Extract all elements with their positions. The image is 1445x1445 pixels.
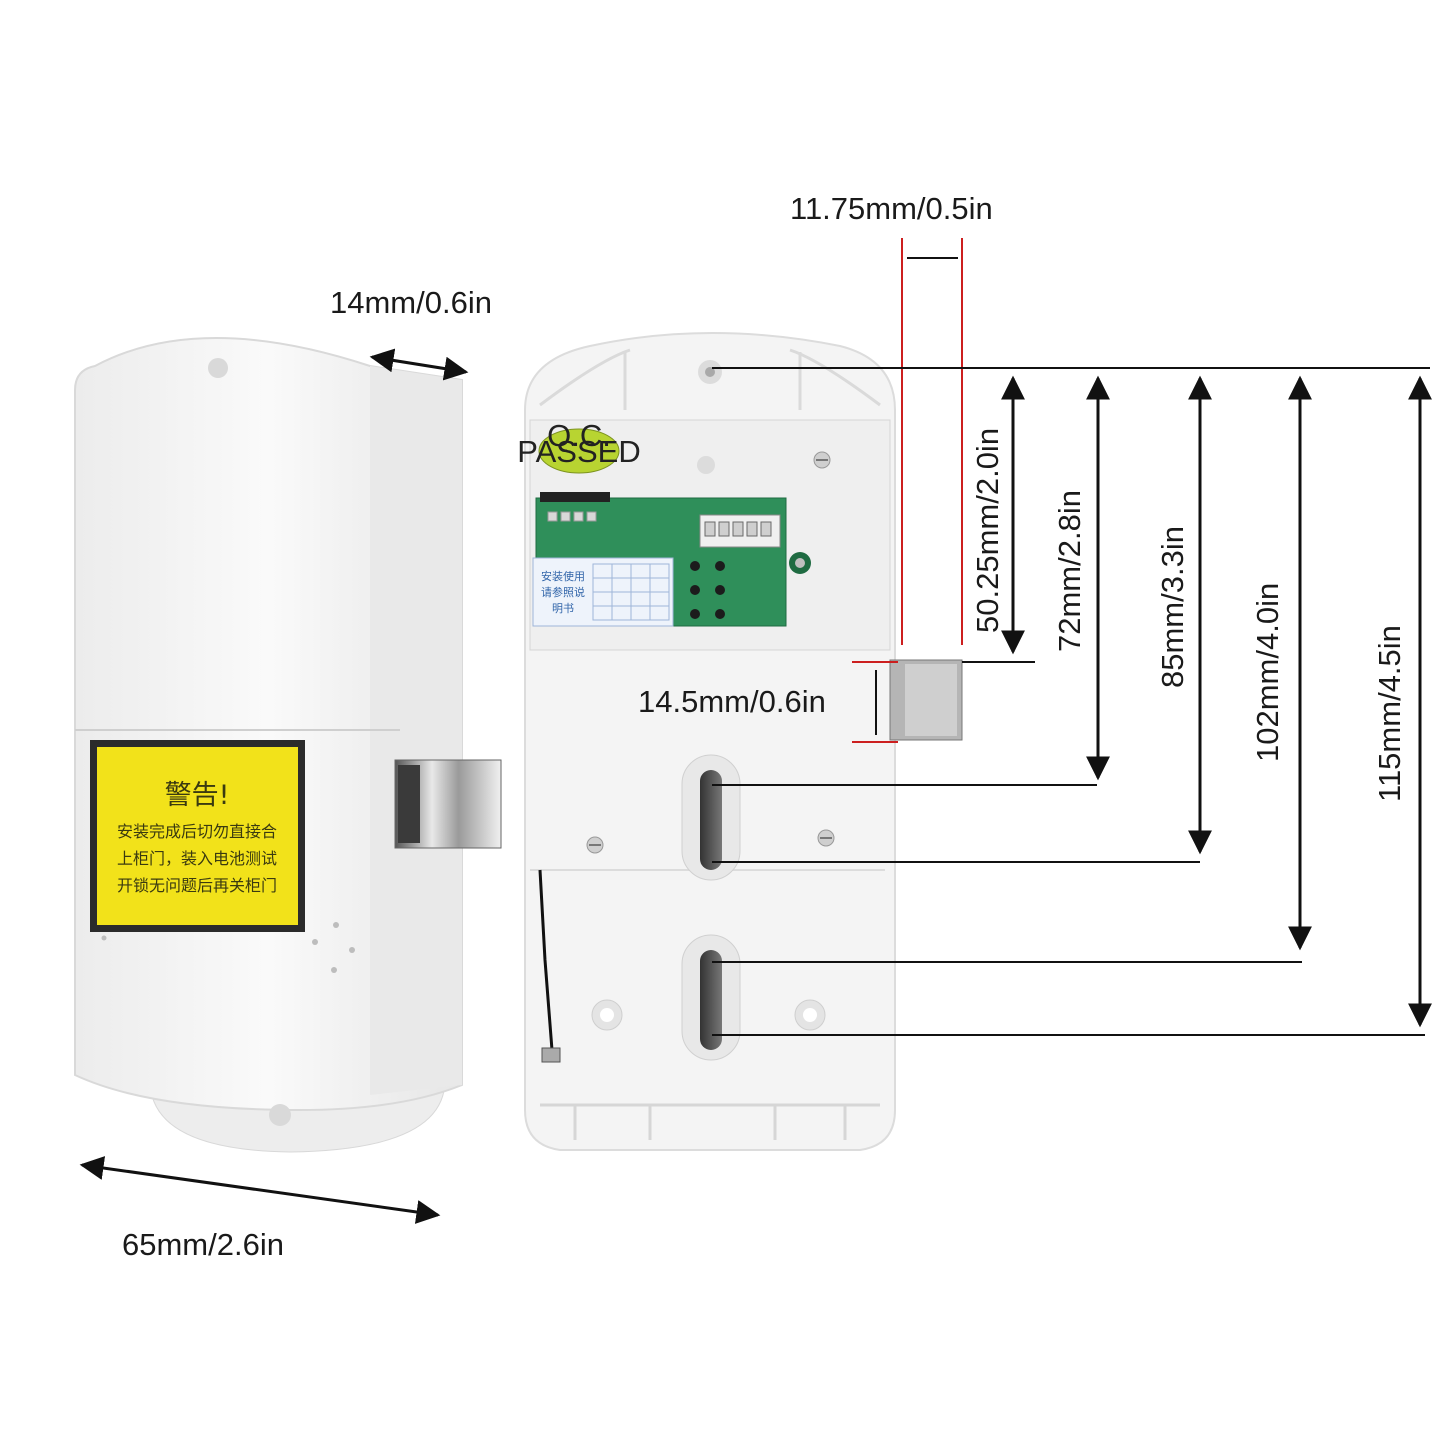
sticker-line-2: 请参照说: [541, 585, 585, 599]
label-h5: 115mm/4.5in: [1372, 625, 1407, 802]
dimension-guides: [79, 238, 1432, 1224]
label-h1: 50.25mm/2.0in: [970, 428, 1005, 633]
wire-connector: [541, 1047, 561, 1063]
back-lock-unit: Q.C. PASSED: [517, 332, 963, 1151]
screw-icon: [817, 829, 835, 847]
screw-icon: [813, 451, 831, 469]
label-bolt-height: 14.5mm/0.6in: [638, 684, 826, 719]
instruction-sticker: 安装使用 请参照说 明书: [532, 557, 674, 627]
sticker-line-1: 安装使用: [541, 569, 585, 583]
front-lock-bolt: [394, 759, 502, 849]
label-width: 65mm/2.6in: [122, 1227, 284, 1262]
qc-line-2: PASSED: [517, 434, 640, 469]
front-lock-unit: 警告! 安装完成后切勿直接合 上柜门，装入电池测试 开锁无问题后再关柜门: [74, 337, 502, 1153]
label-depth: 14mm/0.6in: [330, 285, 492, 320]
qc-passed-sticker: Q.C. PASSED: [517, 418, 641, 474]
panel-hole: [697, 456, 715, 474]
warning-line-1: 安装完成后切勿直接合: [117, 822, 277, 841]
label-h3: 85mm/3.3in: [1155, 526, 1190, 688]
back-hole-right-center: [803, 1008, 817, 1022]
back-top-hole-center: [705, 367, 715, 377]
label-h2: 72mm/2.8in: [1052, 490, 1087, 652]
dimension-labels: 14mm/0.6in 65mm/2.6in 11.75mm/0.5in 14.5…: [122, 191, 1407, 1262]
wire: [538, 869, 554, 1051]
front-bottom-hole: [269, 1104, 291, 1126]
mounting-slot-upper: [681, 754, 741, 881]
mounting-slot-lower: [681, 934, 741, 1061]
warning-line-2: 上柜门，装入电池测试: [117, 849, 277, 868]
front-top-hole: [208, 358, 228, 378]
front-side-face: [370, 366, 462, 1095]
speaker-holes: [101, 922, 355, 973]
label-h4: 102mm/4.0in: [1250, 583, 1285, 762]
qc-line-1: Q.C.: [547, 418, 611, 453]
label-bolt-width: 11.75mm/0.5in: [790, 191, 993, 226]
warning-line-3: 开锁无问题后再关柜门: [117, 876, 277, 895]
back-lock-bolt: [889, 659, 963, 741]
back-hole-left-center: [600, 1008, 614, 1022]
arrow-icon: [79, 1156, 441, 1224]
sticker-line-3: 明书: [552, 602, 574, 615]
warning-title: 警告!: [165, 780, 230, 811]
arrow-icon: [369, 348, 469, 381]
bottom-ribs: [540, 1103, 880, 1140]
screw-icon: [586, 836, 604, 854]
warning-label: 警告! 安装完成后切勿直接合 上柜门，装入电池测试 开锁无问题后再关柜门: [90, 740, 305, 932]
